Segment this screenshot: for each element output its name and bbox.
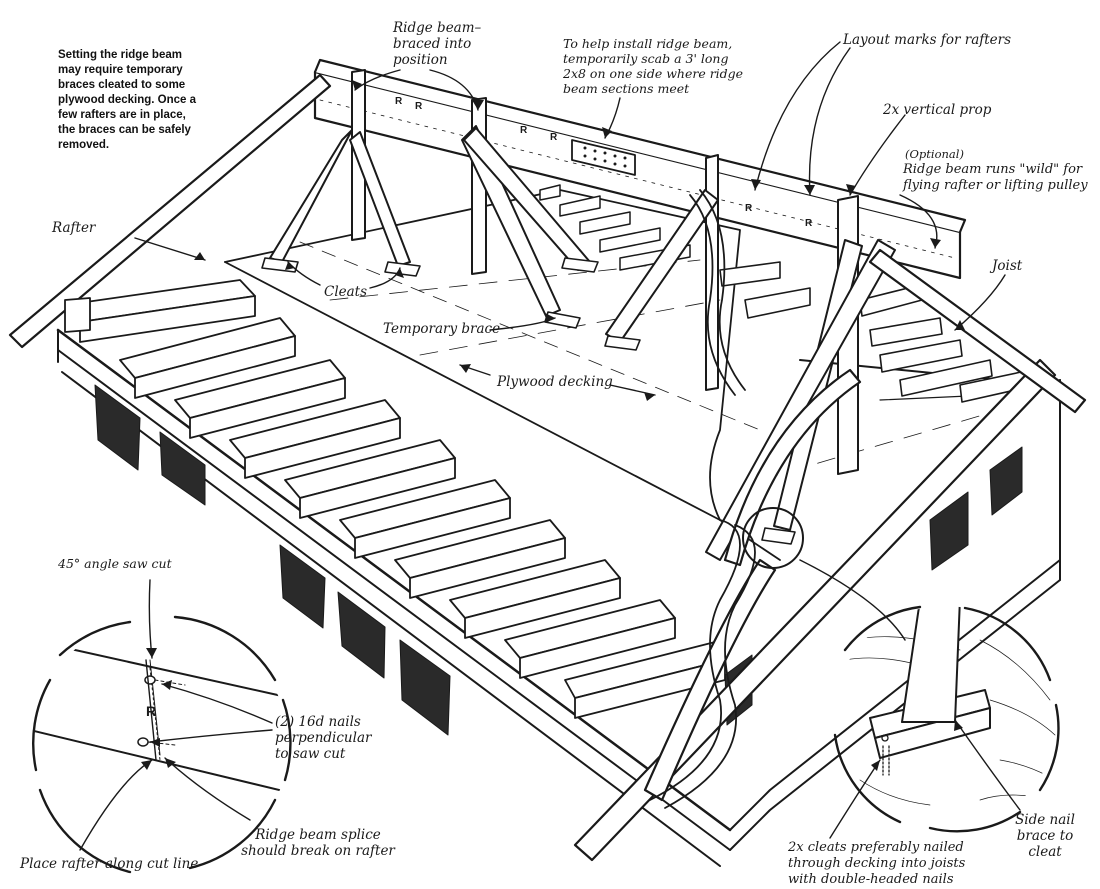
label-saw-cut: 45° angle saw cut — [58, 556, 172, 571]
ceiling-joists-left — [64, 279, 726, 719]
detail-callout-circle — [742, 507, 804, 569]
layout-mark-r-6: R — [805, 218, 813, 229]
arrowheads — [141, 80, 965, 771]
label-ridge-beam-braced: Ridge beam– braced into position — [393, 20, 482, 68]
label-side-nail: Side nail brace to cleat — [1015, 812, 1075, 860]
flexed-rafter — [649, 189, 756, 809]
saw-cut-line — [145, 659, 157, 761]
label-scab-note: To help install ridge beam, temporarily … — [563, 36, 744, 96]
splice-mark: R — [146, 703, 156, 719]
label-splice: Ridge beam splice should break on rafter — [241, 827, 395, 859]
label-rafter: Rafter — [52, 220, 96, 236]
rafters — [8, 73, 1087, 862]
layout-mark-r-1: R — [395, 96, 403, 107]
detail-callout-leader — [799, 559, 906, 641]
label-nails: (2) 16d nails perpendicular to saw cut — [275, 714, 372, 762]
wall-openings — [94, 384, 1023, 736]
label-double-headed: 2x cleats preferably nailed through deck… — [788, 840, 966, 887]
ridge-layout-marks: R R R R R R — [395, 96, 813, 229]
rafter-tails-left — [64, 297, 91, 333]
nail-symbol — [881, 734, 890, 776]
splice-detail-inset — [32, 615, 292, 874]
label-joist: Joist — [992, 258, 1023, 274]
label-place-rafter: Place rafter along cut line — [20, 856, 199, 872]
layout-mark-r-3: R — [520, 125, 528, 136]
label-cleats: Cleats — [324, 284, 368, 300]
layout-mark-r-5: R — [745, 203, 753, 214]
cleat-detail-inset — [833, 605, 1060, 833]
label-ridge-wild: Ridge beam runs "wild" for flying rafter… — [903, 162, 1088, 193]
label-layout-marks: Layout marks for rafters — [843, 32, 1012, 48]
layout-mark-r-2: R — [415, 101, 423, 112]
label-temporary-brace: Temporary brace — [383, 321, 501, 337]
scab-plate — [571, 139, 636, 176]
label-plywood-decking: Plywood decking — [497, 374, 613, 390]
label-optional: (Optional) — [905, 147, 964, 161]
temporary-braces — [269, 125, 896, 561]
ceiling-joists-right — [719, 261, 1043, 403]
label-vertical-prop: 2x vertical prop — [883, 102, 992, 118]
intro-note: Setting the ridge beam may require tempo… — [58, 49, 197, 151]
layout-mark-r-4: R — [550, 132, 558, 143]
